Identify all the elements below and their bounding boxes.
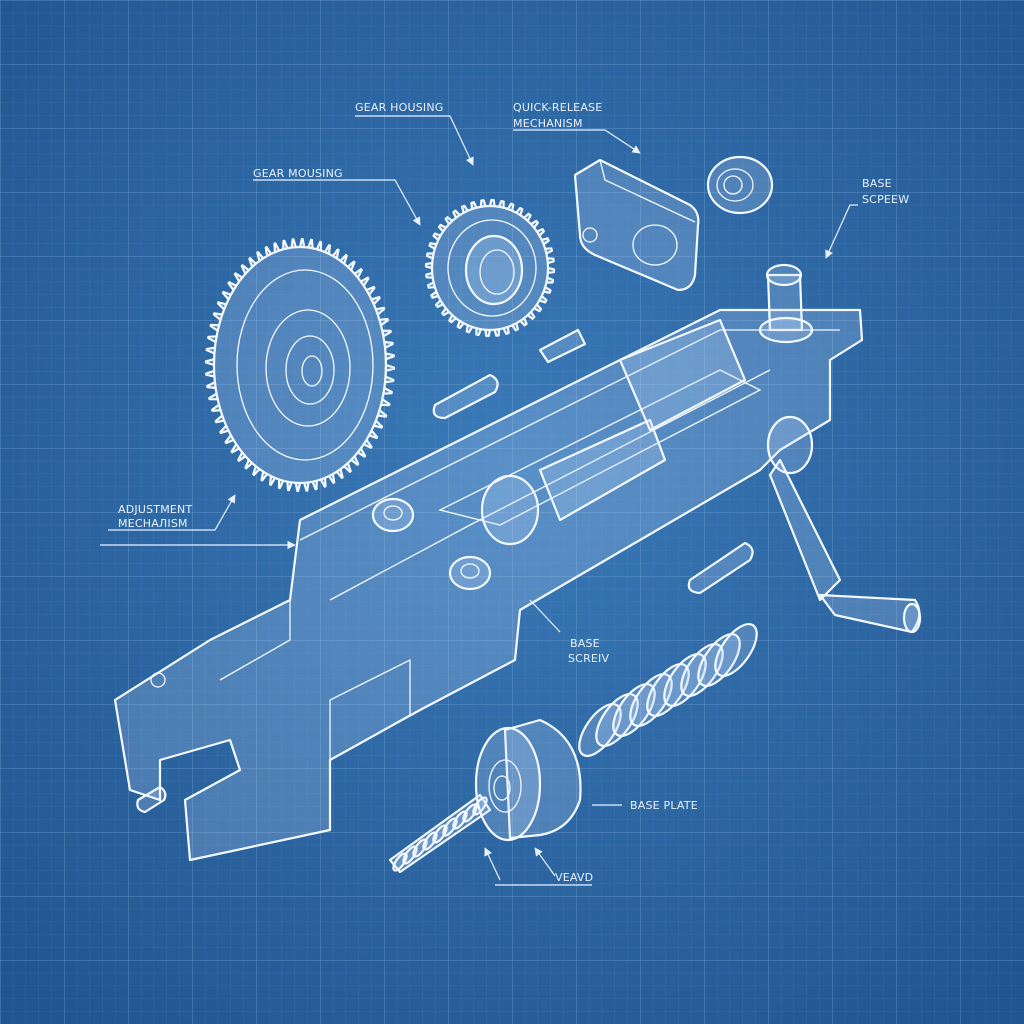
label-veavd: VEAVD — [555, 871, 593, 884]
label-gear-housing-top: GEAR HOUSING — [355, 101, 444, 114]
label-adjustment-2: MECHAЛISM — [118, 517, 188, 530]
label-adjustment-1: ADJUSTMENT — [118, 503, 192, 516]
spring-coil — [595, 693, 639, 747]
label-base-screw-top-2: SCPEEW — [862, 193, 909, 206]
ring-collar — [706, 155, 774, 215]
spring-coil — [629, 673, 673, 727]
main-frame — [113, 308, 864, 862]
gear-teeth — [204, 237, 396, 493]
spring-coil — [578, 703, 622, 757]
spring-coil — [714, 623, 758, 677]
labels: GEAR HOUSING QUICK-RELEASE MECHANISM GEA… — [118, 101, 909, 884]
small-gear — [424, 198, 556, 338]
label-base-plate: BASE PLATE — [630, 799, 698, 812]
screw-thread — [472, 796, 488, 816]
spring-coil — [612, 683, 656, 737]
spring — [578, 623, 758, 757]
label-quick-release-1: QUICK-RELEASE — [513, 101, 602, 114]
crank-handle — [766, 415, 922, 634]
leader-lines — [100, 115, 858, 886]
pins — [136, 328, 754, 814]
bracket-plate — [573, 158, 700, 292]
label-base-screw-mid-2: SCREIV — [568, 652, 610, 665]
label-base-screw-top-1: BASE — [862, 177, 892, 190]
large-gear — [204, 237, 396, 493]
label-quick-release-2: MECHANISM — [513, 117, 583, 130]
adjustment-knob — [758, 263, 814, 344]
gear-teeth — [424, 198, 556, 338]
spring-coil — [663, 653, 707, 707]
label-base-screw-mid-1: BASE — [570, 637, 600, 650]
cylinder-screw — [388, 718, 582, 874]
spring-coil — [697, 633, 741, 687]
label-gear-mousing: GEAR MOUSING — [253, 167, 343, 180]
spring-coil — [680, 643, 724, 697]
spring-coil — [646, 663, 690, 717]
